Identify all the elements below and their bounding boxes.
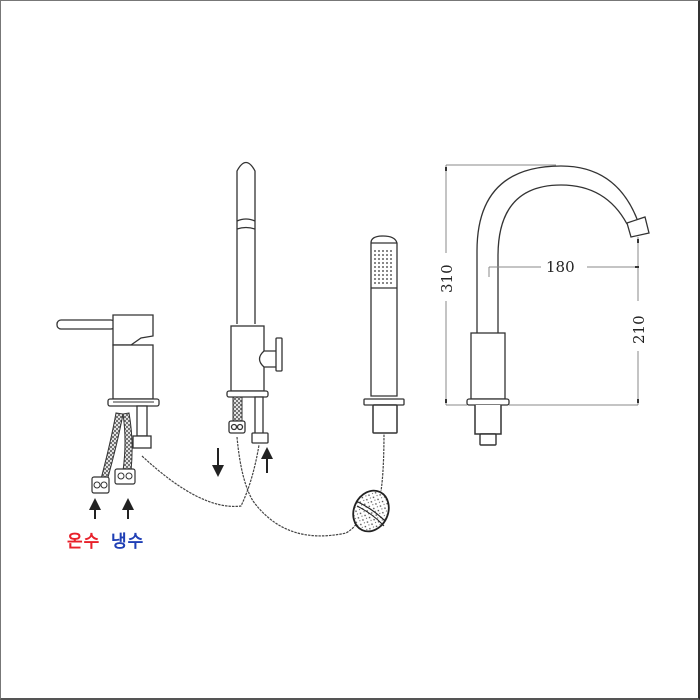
nozzle-grid-icon [374,250,392,284]
supply-arrows [89,498,134,519]
dimension-height-310: 310 [438,264,456,293]
dimension-reach-180: 180 [546,258,575,276]
flow-arrows [212,447,273,477]
lever-handle [56,319,116,330]
hose-weight-ball [352,489,390,533]
connecting-hoses [141,430,385,537]
mixer-valve [56,314,160,449]
dimension-ticks [445,167,639,403]
cold-water-label: 냉수 [111,532,145,552]
dimension-clearance-210: 210 [630,315,648,344]
supply-hoses [91,412,136,494]
gooseneck-spout [466,165,650,446]
hot-water-label: 온수 [67,532,101,552]
dimension-lines [445,164,639,406]
hand-shower [363,235,405,434]
tall-faucet [226,161,283,444]
